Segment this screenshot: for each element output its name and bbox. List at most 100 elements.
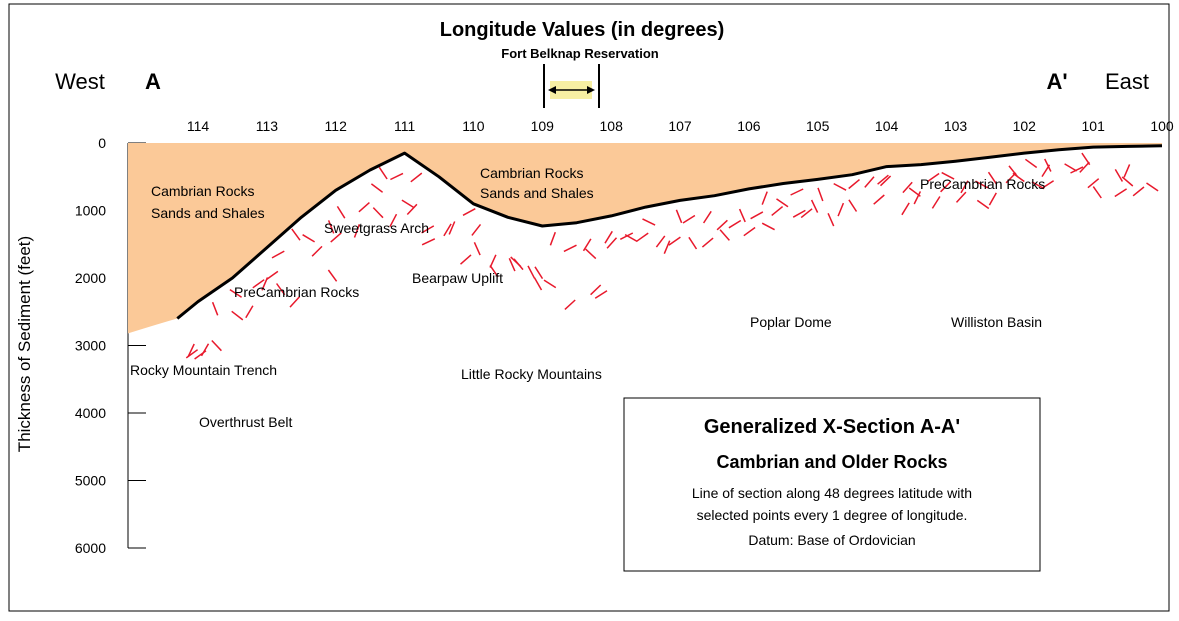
longitude-tick-label: 113 — [256, 118, 279, 134]
precambrian-dash — [527, 265, 536, 279]
precambrian-dash — [563, 244, 577, 253]
precambrian-dash — [682, 214, 696, 224]
precambrian-dash — [252, 279, 265, 289]
cambrian-west-line1: Cambrian Rocks — [151, 183, 254, 199]
precambrian-dash — [358, 202, 370, 213]
precambrian-dash — [655, 235, 666, 248]
precambrian-dash — [716, 219, 728, 231]
precambrian-dash — [848, 179, 860, 190]
precambrian-dash — [790, 188, 804, 196]
precambrian-west-label: PreCambrian Rocks — [234, 284, 359, 300]
cambrian-west-line2: Sands and Shales — [151, 205, 265, 221]
precambrian-dash — [817, 187, 824, 202]
precambrian-dash — [833, 182, 847, 191]
precambrian-dash — [1114, 169, 1124, 182]
precambrian-dash — [410, 172, 423, 183]
precambrian-dash — [330, 232, 342, 243]
precambrian-dash — [879, 175, 892, 187]
precambrian-dash — [701, 237, 714, 248]
longitude-tick-label: 114 — [187, 118, 210, 134]
precambrian-dash — [245, 305, 254, 319]
west-label: West — [55, 69, 105, 94]
info-box-line3: Datum: Base of Ordovician — [748, 532, 915, 548]
info-box-subtitle: Cambrian and Older Rocks — [716, 452, 947, 472]
precambrian-dash — [975, 180, 989, 189]
precambrian-dash — [1041, 180, 1055, 190]
precambrian-dash — [549, 231, 557, 246]
little-rocky-mountains-label: Little Rocky Mountains — [461, 366, 602, 382]
precambrian-dash — [902, 181, 913, 194]
precambrian-dash — [848, 199, 858, 212]
precambrian-dash — [776, 198, 789, 208]
precambrian-dash — [336, 206, 346, 219]
precambrian-dash — [1132, 186, 1145, 197]
precambrian-dash — [873, 194, 885, 205]
precambrian-dash — [401, 199, 415, 209]
precambrian-dash — [443, 223, 452, 237]
longitude-tick-label: 101 — [1082, 118, 1106, 134]
precambrian-dash — [837, 202, 845, 217]
precambrian-dash — [750, 211, 764, 220]
info-box-frame — [623, 397, 1041, 572]
precambrian-dash — [582, 238, 592, 252]
info-box-line2: selected points every 1 degree of longit… — [697, 507, 968, 523]
precambrian-dash — [1012, 172, 1025, 183]
precambrian-dash — [1092, 186, 1102, 199]
longitude-tick-label: 103 — [944, 118, 968, 134]
depth-tick-label: 0 — [98, 135, 106, 151]
precambrian-dash — [327, 220, 335, 234]
precambrian-dash — [810, 199, 819, 213]
precambrian-dash — [1064, 163, 1078, 172]
precambrian-dash — [471, 223, 482, 236]
precambrian-east-label: PreCambrian Rocks — [920, 176, 1045, 192]
precambrian-dash — [1079, 161, 1090, 173]
precambrian-dash — [327, 269, 338, 282]
longitude-tick-label: 109 — [531, 118, 555, 134]
precambrian-dash — [311, 245, 323, 257]
precambrian-dash — [187, 343, 195, 357]
precambrian-dash — [877, 174, 889, 185]
cambrian-base-profile — [176, 144, 1163, 320]
longitude-tick-label: 105 — [806, 118, 830, 134]
precambrian-dash — [800, 208, 813, 219]
precambrian-dash — [738, 208, 746, 223]
section-end-label: A' — [1046, 69, 1067, 94]
precambrian-dash — [370, 183, 384, 193]
precambrian-dash — [508, 257, 516, 272]
precambrian-dash — [1044, 158, 1052, 172]
chart-title: Longitude Values (in degrees) — [440, 19, 725, 41]
precambrian-dash — [931, 196, 941, 209]
depth-tick-label: 2000 — [75, 270, 106, 286]
depth-tick-label: 1000 — [75, 203, 106, 219]
precambrian-dash — [448, 221, 456, 235]
precambrian-dash — [194, 350, 207, 360]
precambrian-dash — [489, 254, 497, 268]
rocky-mountain-trench-label: Rocky Mountain Trench — [130, 362, 277, 378]
precambrian-dash — [389, 213, 398, 227]
precambrian-dash — [927, 172, 940, 183]
precambrian-dash — [668, 236, 681, 246]
precambrian-dash — [211, 301, 219, 316]
precambrian-dash — [460, 254, 472, 265]
precambrian-dash — [543, 279, 557, 289]
cambrian-central-line2: Sands and Shales — [480, 185, 594, 201]
precambrian-dash — [702, 210, 712, 224]
sediment-area — [128, 143, 1162, 334]
precambrian-dash — [211, 339, 222, 352]
precambrian-dash — [987, 171, 997, 185]
precambrian-dash — [266, 270, 279, 281]
longitude-tick-label: 112 — [325, 118, 348, 134]
precambrian-dash — [353, 224, 361, 238]
precambrian-dash — [533, 277, 543, 291]
longitude-tick-label: 111 — [394, 118, 415, 134]
precambrian-dash — [604, 230, 613, 244]
precambrian-dash — [1114, 188, 1128, 198]
info-box-title: Generalized X-Section A-A' — [704, 416, 960, 438]
precambrian-dash — [864, 176, 875, 188]
y-axis-label: Thickness of Sediment (feet) — [15, 236, 34, 452]
precambrian-dash — [1123, 164, 1131, 178]
precambrian-dash — [941, 171, 955, 180]
precambrian-dash — [275, 283, 286, 296]
precambrian-dash — [913, 191, 922, 205]
